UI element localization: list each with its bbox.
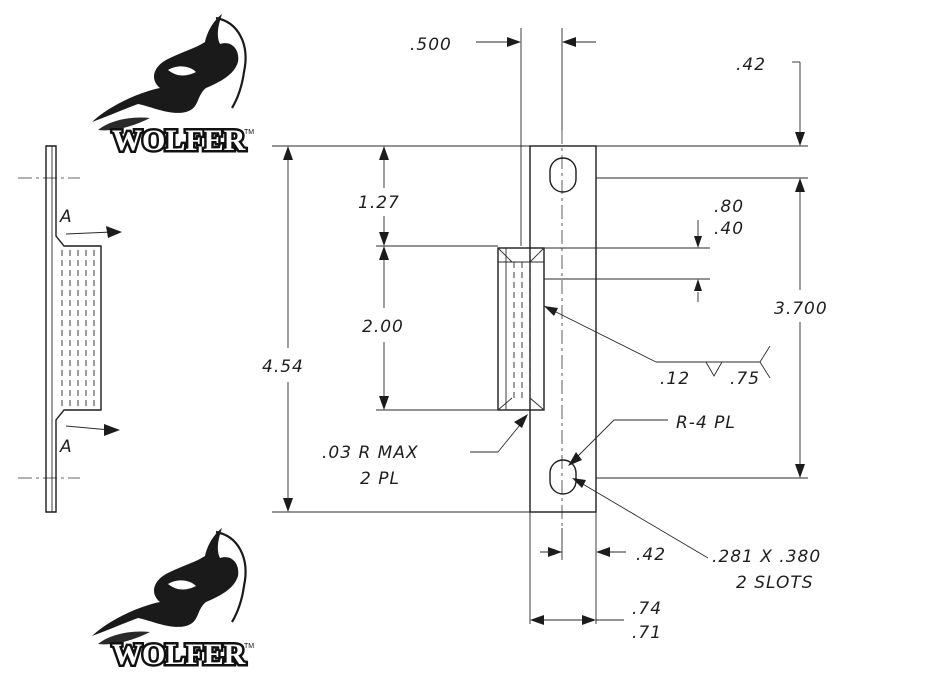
dim-width-max: .74 <box>632 599 662 619</box>
dim-40: .40 <box>714 219 744 239</box>
section-label-bottom: A <box>59 437 73 457</box>
front-view-part <box>497 130 597 528</box>
strike-plate-outline <box>529 145 597 513</box>
dim-80: .80 <box>714 197 744 217</box>
dim-slot-radius: R-4 PL <box>676 413 736 433</box>
dim-top-margin: .42 <box>736 55 766 75</box>
dim-overall-length: 4.54 <box>262 357 304 377</box>
dim-slot-offset: .500 <box>410 35 452 55</box>
dim-slot-size-2: 2 SLOTS <box>736 573 814 593</box>
dim-slot-center-distance: 3.700 <box>774 299 828 319</box>
logo-brand-text: WOLFER <box>112 638 246 671</box>
dim-corner-radius-2: 2 PL <box>360 469 400 489</box>
side-view: A A <box>18 145 122 513</box>
dim-width-min: .71 <box>632 623 662 643</box>
dimension-labels: .500 .42 1.27 2.00 4.54 3.700 .80 .40 .1… <box>262 35 828 643</box>
logo-trademark: TM <box>244 643 254 650</box>
dim-weld-length: .75 <box>730 369 760 389</box>
wolf-head-icon <box>92 14 247 131</box>
wolfer-logo-bottom: WOLFER TM <box>92 528 254 674</box>
strike-lip <box>497 247 545 411</box>
logo-trademark: TM <box>244 129 254 136</box>
dim-edge-distance: .42 <box>636 545 666 565</box>
dim-hole-spacing-small: 1.27 <box>358 193 400 213</box>
section-label-top: A <box>59 207 73 227</box>
logo-brand-text: WOLFER <box>112 124 246 157</box>
slot-bottom <box>549 459 577 495</box>
dimension-lines <box>272 28 808 625</box>
wolfer-logo-top: WOLFER TM <box>92 14 254 160</box>
dim-weld-size: .12 <box>660 369 690 389</box>
dim-corner-radius-1: .03 R MAX <box>322 443 419 463</box>
dim-slot-size-1: .281 X .380 <box>712 547 821 567</box>
dim-hole-length: 2.00 <box>362 317 404 337</box>
slot-top <box>549 157 577 193</box>
wolf-head-icon <box>92 528 247 645</box>
